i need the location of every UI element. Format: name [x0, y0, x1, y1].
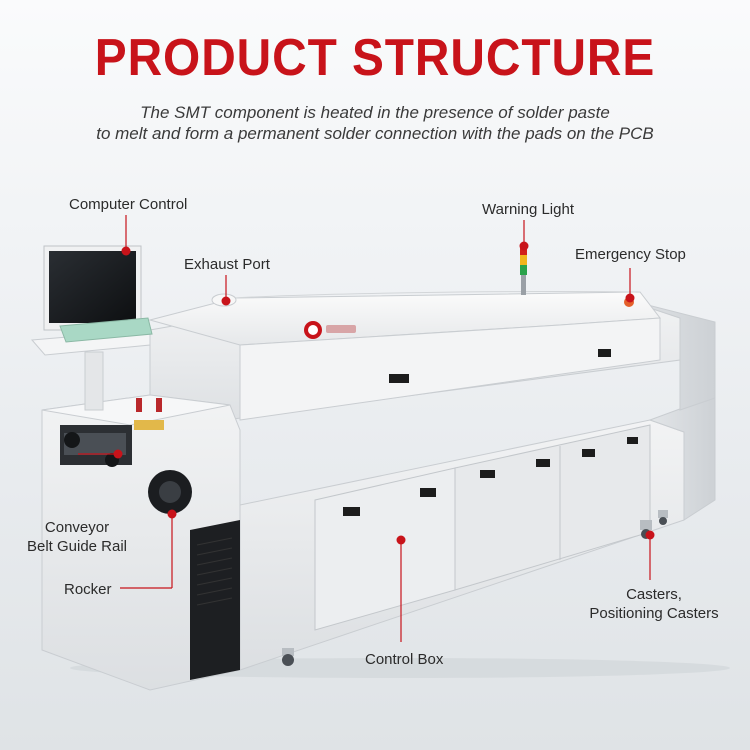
label-emergency-stop: Emergency Stop — [575, 246, 686, 263]
warning-light-tower — [520, 245, 527, 295]
label-rocker: Rocker — [64, 581, 112, 598]
callout-markers — [78, 215, 655, 642]
red-dot-icon — [113, 449, 123, 459]
red-dot-icon — [221, 296, 231, 306]
conveyor-line-2: Belt Guide Rail — [26, 538, 128, 555]
subtitle-line-2: to melt and form a permanent solder conn… — [96, 124, 654, 143]
conveyor-line-1: Conveyor — [44, 519, 110, 536]
page-subtitle: The SMT component is heated in the prese… — [0, 102, 750, 144]
label-warning-light: Warning Light — [482, 201, 574, 218]
label-conveyor-belt-guide-rail: Conveyor Belt Guide Rail — [22, 518, 132, 556]
subtitle-line-1: The SMT component is heated in the prese… — [140, 103, 610, 122]
label-control-box: Control Box — [365, 651, 444, 668]
label-casters: Casters, Positioning Casters — [578, 585, 730, 623]
red-dot-icon — [396, 535, 406, 545]
red-dot-icon — [167, 509, 177, 519]
red-dot-icon — [625, 293, 635, 303]
red-dot-icon — [121, 246, 131, 256]
casters-line-2: Positioning Casters — [589, 605, 719, 622]
label-computer-control: Computer Control — [69, 196, 188, 213]
casters-line-1: Casters, — [626, 586, 682, 603]
red-dot-icon — [645, 530, 655, 540]
page-title: PRODUCT STRUCTURE — [94, 29, 656, 87]
computer-monitor — [43, 245, 142, 331]
kingsun-logo-icon — [304, 321, 356, 339]
label-exhaust-port: Exhaust Port — [184, 256, 270, 273]
red-dot-icon — [519, 241, 529, 251]
